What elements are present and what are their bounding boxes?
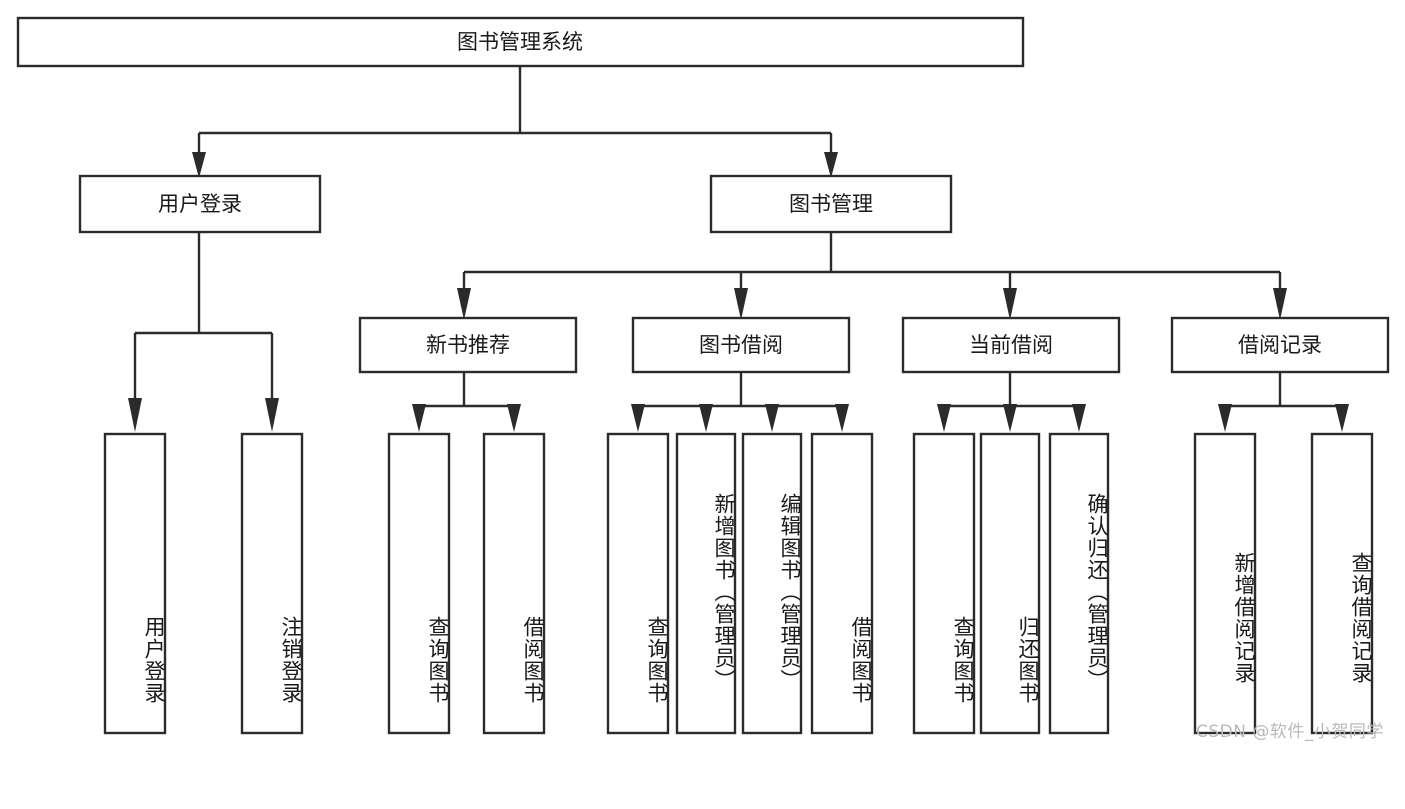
node-borrow-record[interactable]: 借阅记录 — [1170, 316, 1390, 374]
arrow-leaf-borrow-book-2 — [835, 404, 849, 432]
node-leaf-query-book-2-box[interactable] — [606, 432, 670, 735]
node-new-book-rec-label: 新书推荐 — [426, 333, 510, 357]
node-leaf-logout-box[interactable] — [240, 432, 304, 735]
node-root-box[interactable] — [16, 16, 1025, 68]
arrow-leaf-edit-book — [765, 404, 779, 432]
node-leaf-query-book-3-box[interactable] — [912, 432, 976, 735]
edge-user-login-to-leaves — [128, 232, 279, 432]
node-leaf-add-book-box[interactable] — [675, 432, 737, 735]
node-leaf-add-record-box[interactable] — [1193, 432, 1257, 735]
node-leaf-query-record-box[interactable] — [1310, 432, 1374, 735]
arrow-leaf-logout — [265, 398, 279, 432]
node-book-manage[interactable]: 图书管理 — [709, 174, 953, 234]
arrow-current-borrow — [1003, 288, 1017, 320]
arrow-leaf-add-record — [1218, 404, 1232, 432]
node-leaf-return-book-box[interactable] — [979, 432, 1041, 735]
node-book-manage-label: 图书管理 — [789, 192, 873, 216]
node-book-borrow[interactable]: 图书借阅 — [631, 316, 851, 374]
arrow-leaf-user-login — [128, 398, 142, 432]
node-borrow-record-box[interactable] — [1170, 316, 1390, 374]
node-book-borrow-box[interactable] — [631, 316, 851, 374]
arrow-leaf-query-record — [1335, 404, 1349, 432]
node-current-borrow-box[interactable] — [901, 316, 1121, 374]
node-borrow-record-label: 借阅记录 — [1238, 333, 1322, 357]
arrow-leaf-query-book-3 — [937, 404, 951, 432]
node-leaf-query-book-1-box[interactable] — [387, 432, 451, 735]
node-leaf-confirm-return-box[interactable] — [1048, 432, 1110, 735]
arrow-leaf-add-book — [699, 404, 713, 432]
arrow-user-login — [192, 152, 206, 178]
node-new-book-rec-box[interactable] — [358, 316, 578, 374]
node-user-login[interactable]: 用户登录 — [78, 174, 322, 234]
arrow-leaf-query-book-2 — [631, 404, 645, 432]
edge-root-to-level1 — [192, 66, 838, 178]
edge-new-book-rec-to-leaves — [412, 372, 521, 432]
csdn-watermark: CSDN @软件_小贺同学 — [1196, 722, 1384, 742]
arrow-leaf-borrow-book-1 — [507, 404, 521, 432]
node-current-borrow-label: 当前借阅 — [969, 333, 1053, 357]
arrow-borrow-record — [1273, 288, 1287, 320]
diagram-canvas: 图书管理系统 用户登录 图书管理 新书推荐 图书借阅 当前借阅 借阅记录 — [16, 16, 1390, 735]
arrow-new-book-rec — [457, 288, 471, 320]
edge-current-borrow-to-leaves — [937, 372, 1086, 432]
node-root-label: 图书管理系统 — [457, 30, 583, 54]
node-user-login-box[interactable] — [78, 174, 322, 234]
node-leaf-edit-book-box[interactable] — [741, 432, 803, 735]
node-leaf-user-login-box[interactable] — [103, 432, 167, 735]
edge-book-borrow-to-leaves — [631, 372, 849, 432]
node-book-borrow-label: 图书借阅 — [699, 333, 783, 357]
edge-borrow-record-to-leaves — [1218, 372, 1349, 432]
node-current-borrow[interactable]: 当前借阅 — [901, 316, 1121, 374]
diagram-root: 图书管理系统 用户登录 图书管理 新书推荐 图书借阅 当前借阅 借阅记录 — [16, 16, 1390, 742]
node-leaf-borrow-book-1-box[interactable] — [482, 432, 546, 735]
arrow-leaf-query-book-1 — [412, 404, 426, 432]
node-user-login-label: 用户登录 — [158, 192, 242, 216]
node-leaf-borrow-book-2-box[interactable] — [810, 432, 874, 735]
edge-book-manage-to-level2 — [457, 232, 1287, 320]
node-root[interactable]: 图书管理系统 — [16, 16, 1025, 68]
node-book-manage-box[interactable] — [709, 174, 953, 234]
arrow-book-manage — [824, 152, 838, 178]
arrow-book-borrow — [734, 288, 748, 320]
arrow-leaf-confirm-return — [1072, 404, 1086, 432]
node-new-book-rec[interactable]: 新书推荐 — [358, 316, 578, 374]
arrow-leaf-return-book — [1003, 404, 1017, 432]
